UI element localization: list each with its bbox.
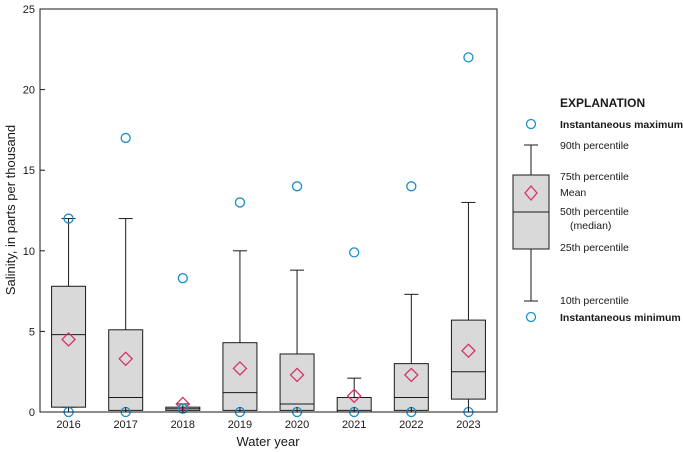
x-axis-ticks: 2016 2017 2018 2019 2020 2021 2022 2023: [56, 407, 481, 431]
y-tick-label-10: 10: [23, 246, 35, 258]
box-2018: [165, 273, 201, 414]
box-2023: [450, 52, 486, 418]
max-marker-2020: [291, 181, 303, 192]
y-axis-title: Salinity, in parts per thousand: [3, 125, 18, 295]
y-tick-label-25: 25: [23, 4, 35, 16]
legend-mean-label: Mean: [560, 187, 586, 199]
iqr-box-2023: [450, 319, 486, 400]
x-tick-label-2019: 2019: [228, 419, 252, 431]
box-2021: [336, 247, 372, 418]
y-tick-label-5: 5: [29, 326, 35, 338]
box-2017: [108, 132, 144, 418]
x-tick-label-2020: 2020: [285, 419, 309, 431]
x-tick-label-2017: 2017: [113, 419, 137, 431]
plot-frame: [39, 8, 498, 413]
max-marker-2022: [406, 181, 417, 192]
x-tick-label-2016: 2016: [56, 419, 80, 431]
x-tick-label-2021: 2021: [342, 419, 366, 431]
y-tick-label-15: 15: [23, 165, 35, 177]
legend-max-marker: [525, 118, 537, 130]
legend: EXPLANATION Instantaneous maximum 90th p…: [512, 96, 683, 324]
mean-marker-2017: [118, 351, 134, 367]
iqr-box-2019: [222, 342, 258, 411]
box-2022: [393, 181, 429, 418]
box-2019: [222, 197, 258, 418]
min-marker-2018: [177, 403, 188, 414]
mean-marker-2023: [461, 343, 476, 359]
max-marker-2021: [349, 247, 360, 258]
mean-marker-2019: [232, 361, 248, 376]
max-marker-2017: [120, 132, 131, 144]
max-marker-2016: [63, 213, 74, 224]
y-tick-label-0: 0: [29, 407, 35, 419]
x-tick-label-2022: 2022: [399, 419, 423, 431]
legend-min-label: Instantaneous minimum: [560, 312, 681, 324]
x-tick-label-2023: 2023: [456, 419, 480, 431]
legend-median-sub-label: (median): [570, 220, 611, 232]
mean-marker-2021: [346, 388, 362, 404]
max-marker-2018: [177, 273, 188, 284]
plot-layer: [51, 52, 486, 418]
legend-p25-label: 25th percentile: [560, 242, 629, 254]
mean-marker-2022: [403, 367, 419, 383]
legend-p75-label: 75th percentile: [560, 171, 629, 183]
y-tick-label-20: 20: [23, 85, 35, 97]
legend-min-marker: [525, 311, 537, 323]
legend-p90-label: 90th percentile: [560, 140, 629, 152]
legend-title: EXPLANATION: [560, 96, 645, 110]
max-marker-2023: [463, 52, 474, 63]
iqr-box-2022: [393, 363, 429, 411]
iqr-box-2017: [108, 329, 144, 411]
box-2020: [279, 181, 315, 418]
legend-mean-marker: [524, 185, 538, 201]
x-axis-title: Water year: [236, 434, 300, 449]
x-tick-label-2018: 2018: [171, 419, 195, 431]
mean-marker-2020: [289, 367, 305, 383]
legend-p10-label: 10th percentile: [560, 295, 629, 307]
y-axis-ticks: 0 5 10 15 20 25: [23, 4, 45, 419]
max-marker-2019: [234, 197, 246, 208]
box-2016: [51, 213, 87, 418]
legend-median-label: 50th percentile: [560, 206, 629, 218]
legend-max-label: Instantaneous maximum: [560, 119, 683, 131]
mean-marker-2016: [61, 332, 76, 347]
